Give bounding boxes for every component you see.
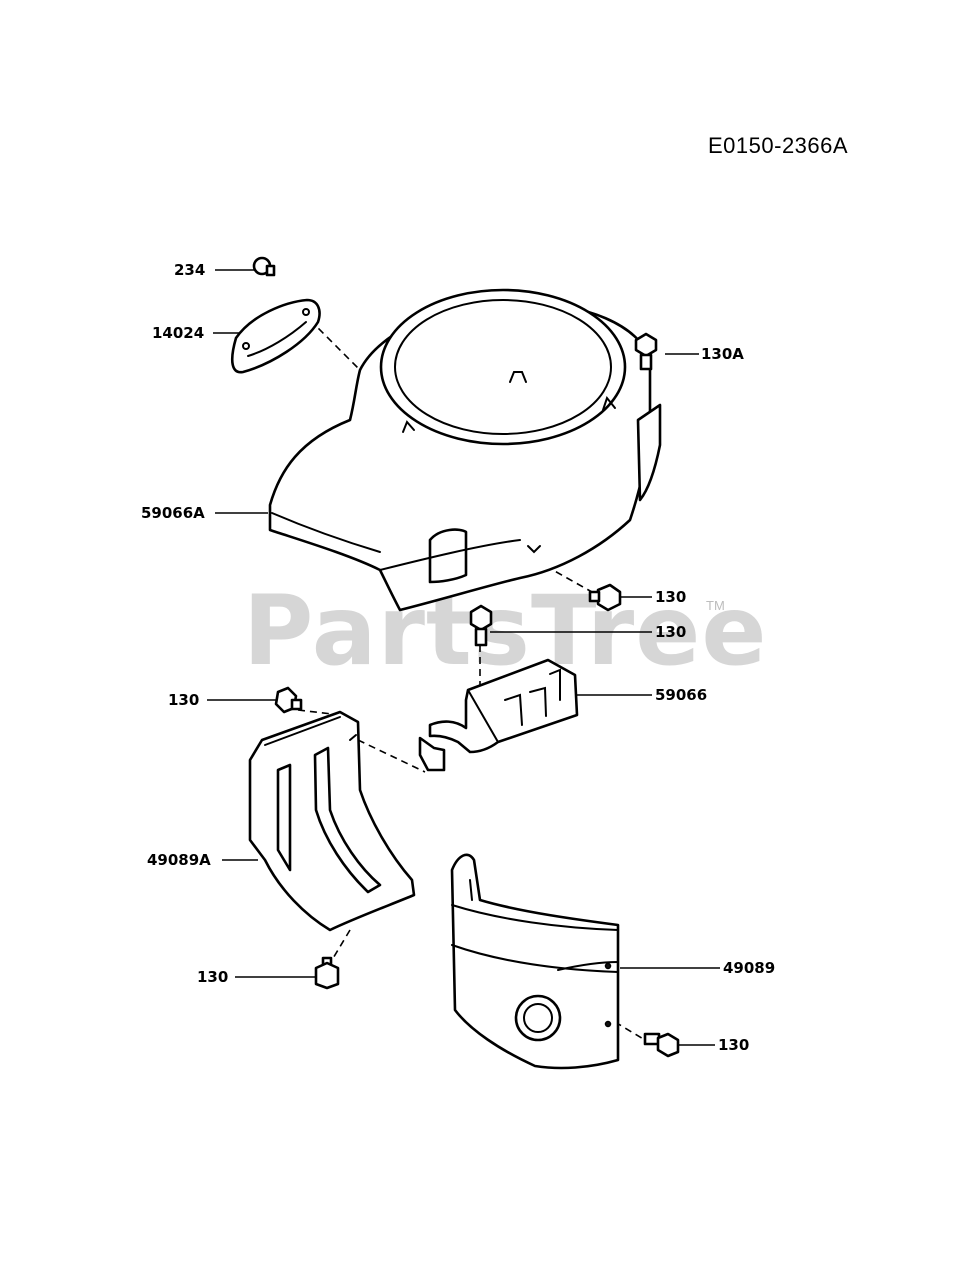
callout-59066[interactable]: 59066 (655, 686, 708, 704)
callout-49089A[interactable]: 49089A (147, 851, 211, 869)
callout-130-housing[interactable]: 130 (655, 588, 687, 606)
callout-14024[interactable]: 14024 (152, 324, 205, 342)
callout-130-left[interactable]: 130 (168, 691, 200, 709)
bracket-59066[interactable] (418, 658, 579, 772)
callout-130-bottom[interactable]: 130 (197, 968, 229, 986)
screw-234[interactable] (252, 256, 276, 277)
callout-130-right[interactable]: 130 (718, 1036, 750, 1054)
cover-plate-14024[interactable] (230, 298, 321, 374)
bolt-130-bracket[interactable] (469, 604, 493, 647)
bolt-130A[interactable] (634, 332, 658, 371)
callout-234[interactable]: 234 (174, 261, 206, 279)
callout-59066A[interactable]: 59066A (141, 504, 205, 522)
fan-housing-59066A[interactable] (268, 288, 662, 612)
bolt-130-right[interactable] (643, 1032, 680, 1058)
trademark-mark: TM (706, 598, 725, 613)
callout-130A[interactable]: 130A (701, 345, 744, 363)
callout-130-bracket[interactable]: 130 (655, 623, 687, 641)
diagram-code: E0150-2366A (708, 133, 849, 158)
bolt-130-left[interactable] (274, 686, 303, 714)
side-cover-49089A[interactable] (248, 710, 416, 932)
bolt-130-bottom[interactable] (314, 956, 340, 990)
bolt-130-housing[interactable] (588, 583, 622, 612)
leader-lines (207, 269, 720, 1046)
lower-cover-49089[interactable] (450, 853, 620, 1070)
watermark-text: PartsTree (243, 575, 768, 687)
callout-49089[interactable]: 49089 (723, 959, 776, 977)
